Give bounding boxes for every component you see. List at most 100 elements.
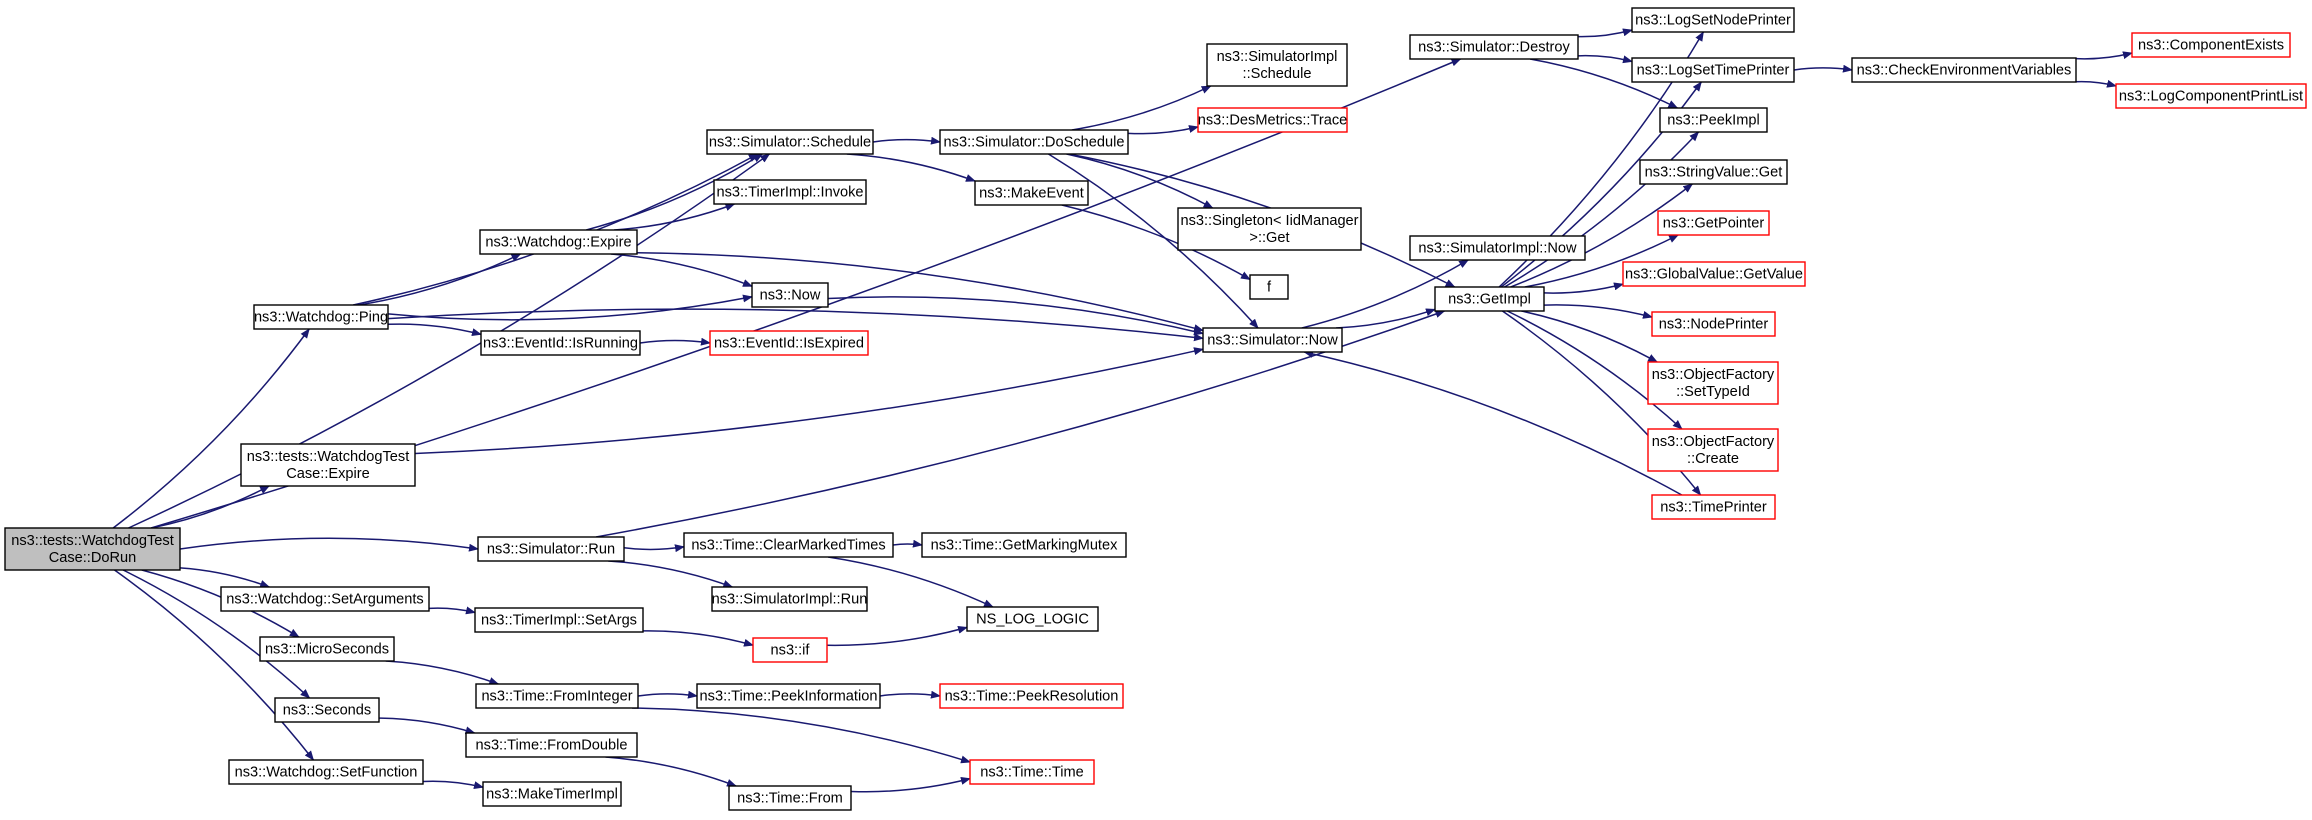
node-compexists[interactable]: ns3::ComponentExists	[2131, 32, 2291, 58]
node-ofsettypeid[interactable]: ns3::ObjectFactory::SetTypeId	[1647, 361, 1779, 405]
node-getimpl[interactable]: ns3::GetImpl	[1434, 286, 1545, 312]
node-run[interactable]: ns3::Simulator::Run	[477, 536, 625, 562]
node-label-frominteger: ns3::Time::FromInteger	[481, 689, 632, 705]
node-invoke[interactable]: ns3::TimerImpl::Invoke	[713, 179, 867, 205]
node-box-wexpire	[479, 229, 638, 255]
node-nslog[interactable]: NS_LOG_LOGIC	[966, 606, 1099, 632]
node-getmarkingmutex[interactable]: ns3::Time::GetMarkingMutex	[921, 532, 1127, 558]
node-timefrom[interactable]: ns3::Time::From	[728, 785, 852, 811]
node-if[interactable]: ns3::if	[752, 637, 828, 663]
node-label-timefrom: ns3::Time::From	[737, 791, 843, 807]
node-singleton[interactable]: ns3::Singleton< IidManager >::Get	[1177, 207, 1362, 251]
node-box-getimpl	[1434, 286, 1545, 312]
edge-logtimeprinter-to-checkenv	[1793, 64, 1853, 73]
node-label-timetime: ns3::Time::Time	[980, 765, 1084, 781]
node-seconds[interactable]: ns3::Seconds	[274, 697, 380, 723]
node-timetime[interactable]: ns3::Time::Time	[969, 759, 1095, 785]
node-simnow[interactable]: ns3::Simulator::Now	[1202, 327, 1343, 353]
node-timersetargs[interactable]: ns3::TimerImpl::SetArgs	[474, 607, 644, 633]
node-label-ofsettypeid: ns3::ObjectFactory	[1652, 367, 1775, 383]
node-label-simimplschedule: ::Schedule	[1243, 66, 1312, 82]
node-wexpire[interactable]: ns3::Watchdog::Expire	[479, 229, 638, 255]
node-box-timersetargs	[474, 607, 644, 633]
node-simimplrun[interactable]: ns3::SimulatorImpl::Run	[711, 586, 868, 612]
node-globalvalue[interactable]: ns3::GlobalValue::GetValue	[1622, 261, 1806, 287]
node-micro[interactable]: ns3::MicroSeconds	[259, 636, 395, 662]
node-box-doschedule	[939, 129, 1129, 155]
node-box-getpointer	[1657, 210, 1770, 236]
edge-schedule-to-doschedule	[872, 136, 941, 145]
edge-schedule-to-makeevent	[846, 153, 976, 182]
node-label-stringvalue: ns3::StringValue::Get	[1645, 165, 1783, 181]
node-f[interactable]: f	[1249, 274, 1289, 300]
node-box-twexpire	[240, 443, 416, 487]
edge-dorun-to-twexpire	[151, 485, 271, 529]
node-label-destroy: ns3::Simulator::Destroy	[1418, 40, 1570, 56]
node-label-compexists: ns3::ComponentExists	[2138, 38, 2284, 54]
edge-dorun-to-setargs	[179, 567, 271, 588]
node-box-setfunc	[228, 759, 424, 785]
node-fromdouble[interactable]: ns3::Time::FromDouble	[465, 732, 638, 758]
node-logtimeprinter[interactable]: ns3::LogSetTimePrinter	[1631, 57, 1795, 83]
node-label-seconds: ns3::Seconds	[283, 703, 371, 719]
edge-checkenv-to-compexists	[2075, 51, 2133, 60]
edge-now-to-simnow	[827, 296, 1204, 336]
edge-checkenv-to-logcompprint	[2075, 79, 2117, 88]
node-isrunning[interactable]: ns3::EventId::IsRunning	[480, 330, 641, 356]
node-makeevent[interactable]: ns3::MakeEvent	[974, 180, 1089, 206]
node-label-if: ns3::if	[771, 643, 811, 659]
node-destroy[interactable]: ns3::Simulator::Destroy	[1409, 34, 1579, 60]
node-box-f	[1249, 274, 1289, 300]
edge-dorun-to-seconds	[122, 569, 311, 699]
node-setfunc[interactable]: ns3::Watchdog::SetFunction	[228, 759, 424, 785]
node-setargs[interactable]: ns3::Watchdog::SetArguments	[220, 586, 430, 612]
node-peekimpl[interactable]: ns3::PeekImpl	[1659, 107, 1768, 133]
node-label-setargs: ns3::Watchdog::SetArguments	[226, 592, 423, 608]
node-ofcreate[interactable]: ns3::ObjectFactory::Create	[1647, 428, 1779, 472]
node-label-peekinfo: ns3::Time::PeekInformation	[700, 689, 878, 705]
node-box-compexists	[2131, 32, 2291, 58]
node-desmetrics[interactable]: ns3::DesMetrics::Trace	[1197, 107, 1348, 133]
edge-dorun-to-schedule	[128, 153, 771, 529]
node-isexpired[interactable]: ns3::EventId::IsExpired	[709, 330, 869, 356]
edge-frominteger-to-timetime	[631, 707, 971, 764]
edge-doschedule-to-getimpl	[1068, 153, 1456, 288]
edge-ping-to-simnow	[387, 308, 1204, 342]
node-checkenv[interactable]: ns3::CheckEnvironmentVariables	[1851, 57, 2077, 83]
node-frominteger[interactable]: ns3::Time::FromInteger	[475, 683, 639, 709]
node-simimplschedule[interactable]: ns3::SimulatorImpl::Schedule	[1206, 43, 1348, 87]
edge-dorun-to-run	[179, 537, 479, 552]
node-ping[interactable]: ns3::Watchdog::Ping	[253, 304, 389, 330]
node-box-peekinfo	[696, 683, 881, 709]
node-doschedule[interactable]: ns3::Simulator::DoSchedule	[939, 129, 1129, 155]
node-now[interactable]: ns3::Now	[751, 282, 829, 308]
node-lognodeprinter[interactable]: ns3::LogSetNodePrinter	[1631, 7, 1795, 33]
node-label-simnow: ns3::Simulator::Now	[1207, 333, 1338, 349]
edge-seconds-to-fromdouble	[378, 717, 476, 735]
edge-doschedule-to-simimplschedule	[1071, 85, 1212, 131]
node-schedule[interactable]: ns3::Simulator::Schedule	[706, 129, 874, 155]
node-nodeprinter[interactable]: ns3::NodePrinter	[1651, 311, 1776, 337]
node-peekres[interactable]: ns3::Time::PeekResolution	[939, 683, 1124, 709]
edge-wexpire-to-now	[610, 253, 753, 287]
node-label-setfunc: ns3::Watchdog::SetFunction	[235, 765, 418, 781]
edge-timersetargs-to-if	[642, 630, 754, 647]
node-label-twexpire: ns3::tests::WatchdogTest	[247, 449, 410, 465]
node-label-f: f	[1267, 280, 1272, 296]
node-peekinfo[interactable]: ns3::Time::PeekInformation	[696, 683, 881, 709]
node-timeprinter[interactable]: ns3::TimePrinter	[1651, 494, 1776, 520]
node-box-setargs	[220, 586, 430, 612]
node-label-ping: ns3::Watchdog::Ping	[254, 310, 388, 326]
node-box-peekres	[939, 683, 1124, 709]
node-logcompprint[interactable]: ns3::LogComponentPrintList	[2115, 83, 2307, 109]
node-box-getmarkingmutex	[921, 532, 1127, 558]
node-maketimerimpl[interactable]: ns3::MakeTimerImpl	[482, 781, 622, 807]
node-getpointer[interactable]: ns3::GetPointer	[1657, 210, 1770, 236]
node-simimplnow[interactable]: ns3::SimulatorImpl::Now	[1409, 235, 1586, 261]
node-label-now: ns3::Now	[760, 288, 821, 304]
edge-getimpl-to-ofcreate	[1506, 310, 1683, 430]
node-stringvalue[interactable]: ns3::StringValue::Get	[1639, 159, 1788, 185]
node-clearmarked[interactable]: ns3::Time::ClearMarkedTimes	[683, 532, 894, 558]
